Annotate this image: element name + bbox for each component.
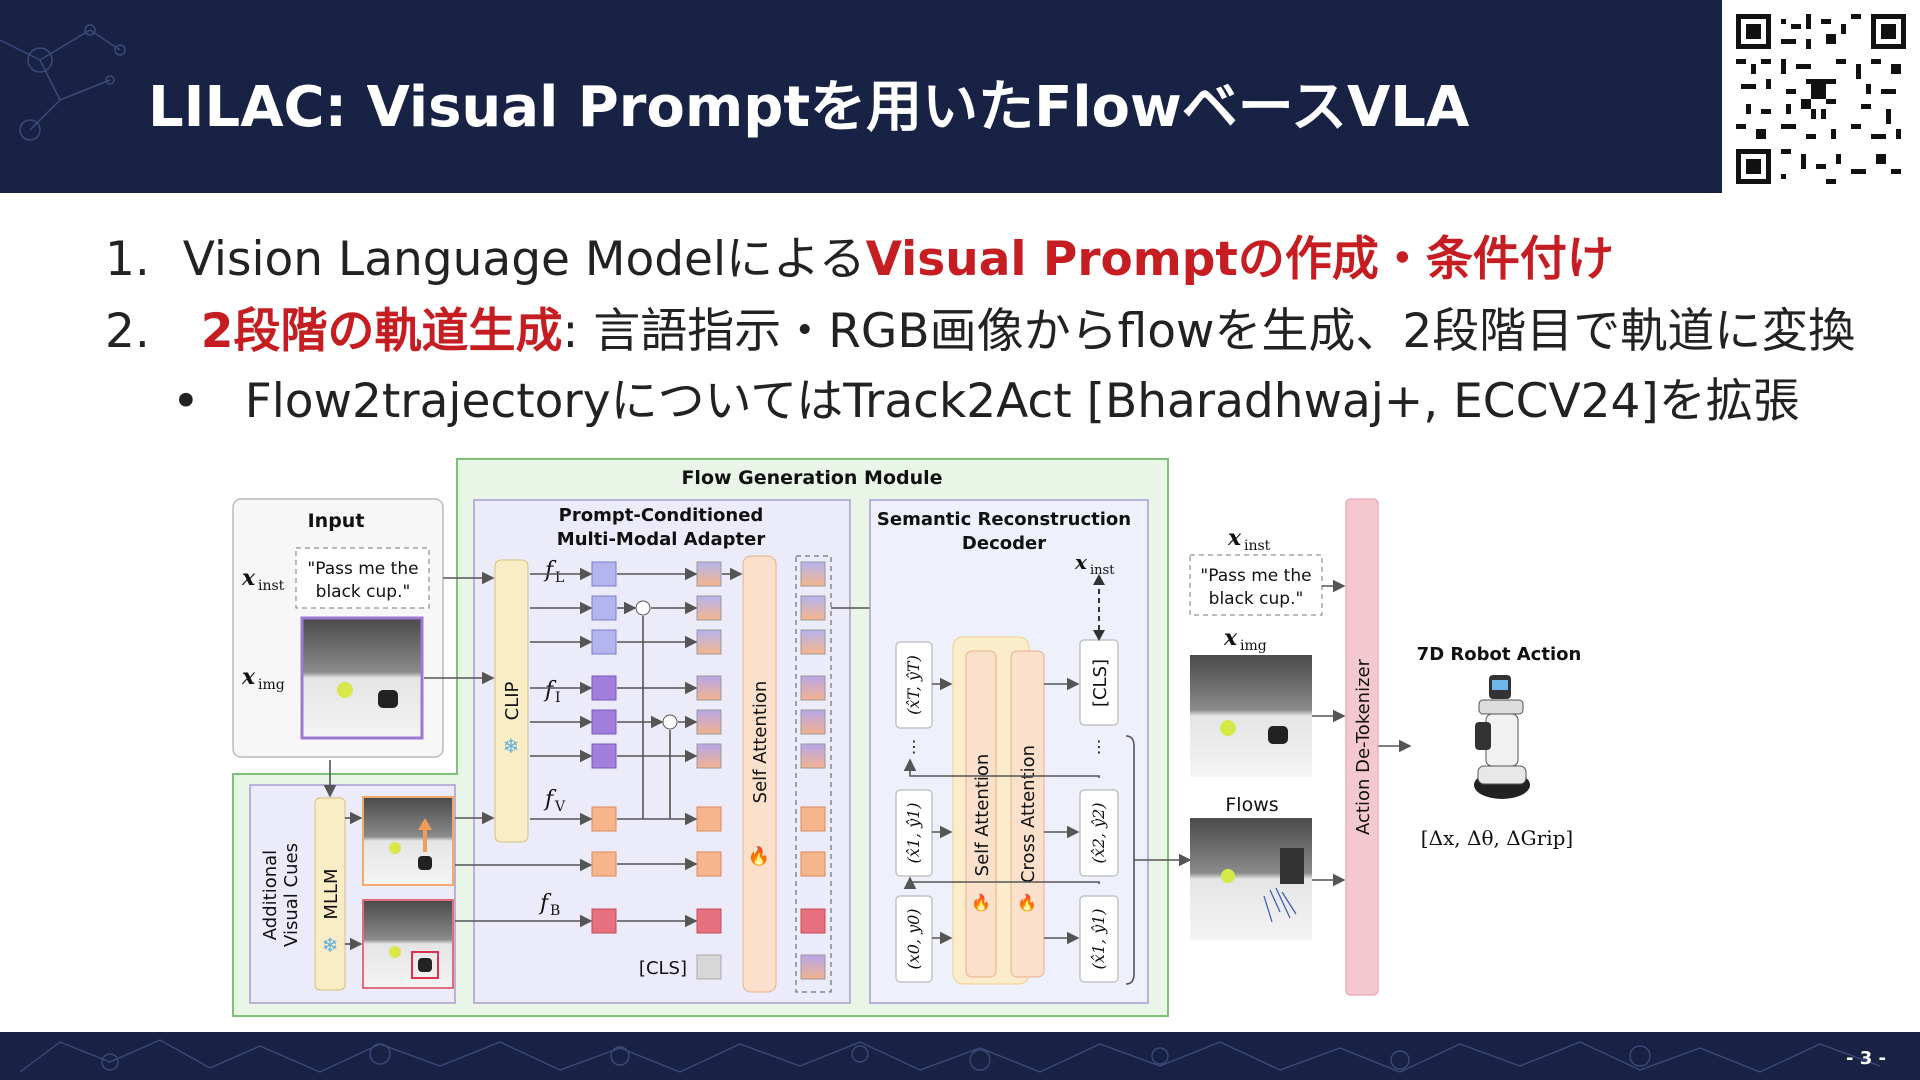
decoder-x-inst: x [1074, 550, 1088, 574]
fusion-node [662, 714, 678, 730]
right-instruction-line-1: "Pass me the [1200, 566, 1311, 586]
network-pattern-icon [0, 24, 126, 141]
decoder-x-inst-subscript: inst [1090, 563, 1115, 578]
language-tokens [591, 561, 617, 655]
title-bar: LILAC: Visual Promptを用いたFlowベースVLA [0, 0, 1722, 193]
right-instruction-line-2: black cup." [1209, 589, 1304, 609]
right-x-inst: x [1227, 525, 1242, 551]
bullet-1: 1. Vision Language ModelによるVisual Prompt… [105, 220, 1614, 289]
flows-label: Flows [1225, 794, 1278, 816]
mllm-block [314, 797, 346, 991]
input-title: Input [308, 510, 365, 532]
bullet-2-number: 2. [105, 304, 150, 359]
snowflake-icon: ❄ [503, 734, 520, 758]
bullet-2-emphasis: 2段階の軌道生成 [200, 304, 563, 359]
page-number: - 3 - [1846, 1048, 1886, 1069]
x-inst-subscript: inst [258, 578, 285, 594]
bullet-1-number: 1. [105, 232, 150, 287]
instruction-line-2: black cup." [316, 582, 411, 602]
bullet-1-text: Vision Language Modelによる [182, 232, 866, 287]
decoder-self-attention-block [965, 650, 997, 978]
x-img-subscript: img [258, 677, 285, 693]
decoder-cross-attention-label: Cross Attention [1018, 745, 1039, 883]
f-B-subscript: B [550, 903, 560, 919]
out-token-2: (x̂2, ŷ2) [1089, 802, 1108, 863]
footer-bar [0, 1032, 1920, 1080]
decoder-title-line-1: Semantic Reconstruction [877, 509, 1131, 530]
adapter-output-token-stack [800, 561, 826, 980]
flows-image [1190, 818, 1312, 940]
flame-icon: 🔥 [1017, 893, 1037, 912]
adapter-title-line-1: Prompt-Conditioned [559, 505, 764, 526]
instruction-line-1: "Pass me the [307, 559, 418, 579]
f-V-subscript: V [554, 799, 566, 815]
mllm-label: MLLM [321, 868, 342, 919]
robot-action-formula: [Δx, Δθ, ΔGrip] [1421, 826, 1573, 850]
right-x-inst-subscript: inst [1244, 538, 1271, 554]
action-detokenizer-block [1345, 498, 1379, 996]
sub-bullet: • Flow2trajectoryについてはTrack2Act [Bharadh… [172, 362, 1800, 431]
flame-icon: 🔥 [971, 893, 991, 912]
traj-token-0: (x0, y0) [904, 908, 923, 969]
visual-token [591, 851, 617, 877]
clip-block [494, 559, 529, 843]
snowflake-icon: ❄ [322, 933, 339, 957]
right-camera-image [1190, 655, 1312, 777]
cls-token-label: [CLS] [639, 958, 687, 979]
decoder-title-line-2: Decoder [962, 533, 1046, 554]
network-pattern-icon [19, 1039, 1881, 1073]
bbox-token [591, 908, 617, 934]
flow-generation-title: Flow Generation Module [681, 467, 942, 489]
flame-icon: 🔥 [748, 845, 770, 867]
cue-image-bbox [362, 899, 454, 989]
robot-icon [1474, 675, 1530, 799]
adapter-panel [473, 499, 851, 1004]
input-camera-image [300, 616, 424, 740]
ellipsis: ⋮ [1091, 737, 1107, 756]
instruction-box [295, 547, 430, 609]
additional-cues-line-1: Additional [260, 850, 281, 940]
x-img-label: x [241, 664, 256, 690]
clip-label: CLIP [502, 681, 523, 720]
input-trajectory-tokens: (x̂T, ŷT) ⋮ (x̂1, ŷ1) (x0, y0) [895, 641, 933, 983]
fusion-node [635, 600, 651, 616]
additional-cues-line-2: Visual Cues [281, 843, 302, 947]
right-x-img-subscript: img [1240, 638, 1267, 654]
right-x-img: x [1223, 625, 1238, 651]
output-trajectory-tokens: ⋮ (x̂2, ŷ2) (x̂1, ŷ1) [1079, 737, 1119, 983]
visual-token [591, 806, 617, 832]
bullet-1-emphasis: Visual Promptの作成・条件付け [865, 232, 1614, 287]
out-token-1: (x̂1, ŷ1) [1089, 908, 1108, 969]
right-instruction-box [1189, 554, 1323, 616]
decoder-cls-label: [CLS] [1090, 659, 1111, 707]
bullet-2-text: : 言語指示・RGB画像からflowを生成、2段階目で軌道に変換 [562, 304, 1856, 359]
bullet-2: 2. 2段階の軌道生成: 言語指示・RGB画像からflowを生成、2段階目で軌道… [105, 292, 1855, 361]
action-detokenizer-label: Action De-Tokenizer [1353, 658, 1374, 835]
adapter-output-tokens [795, 555, 832, 993]
lilac-architecture-diagram: Flow Generation Module Input x inst "Pas… [232, 458, 1582, 1017]
traj-token-T: (x̂T, ŷT) [904, 655, 923, 715]
f-L-subscript: L [555, 570, 564, 586]
page-title: LILAC: Visual Promptを用いたFlowベースVLA [148, 75, 1470, 140]
robot-action-title: 7D Robot Action [1417, 644, 1582, 665]
x-inst-label: x [241, 565, 256, 591]
sub-bullet-mark: • [172, 374, 200, 429]
adapter-self-attention-block [742, 555, 777, 993]
f-I-subscript: I [555, 690, 561, 706]
traj-token-1: (x̂1, ŷ1) [904, 802, 923, 863]
decoder-self-attention-label: Self Attention [972, 754, 993, 877]
adapter-self-attention-label: Self Attention [750, 681, 771, 804]
adapter-title-line-2: Multi-Modal Adapter [557, 529, 766, 550]
qr-code-icon [1736, 14, 1906, 184]
ellipsis: ⋮ [906, 737, 922, 756]
sub-bullet-text: Flow2trajectoryについてはTrack2Act [Bharadhwa… [244, 374, 1800, 429]
decoder-cross-attention-block [1010, 650, 1045, 978]
cue-image-trajectory [362, 796, 454, 886]
image-tokens [591, 675, 617, 769]
